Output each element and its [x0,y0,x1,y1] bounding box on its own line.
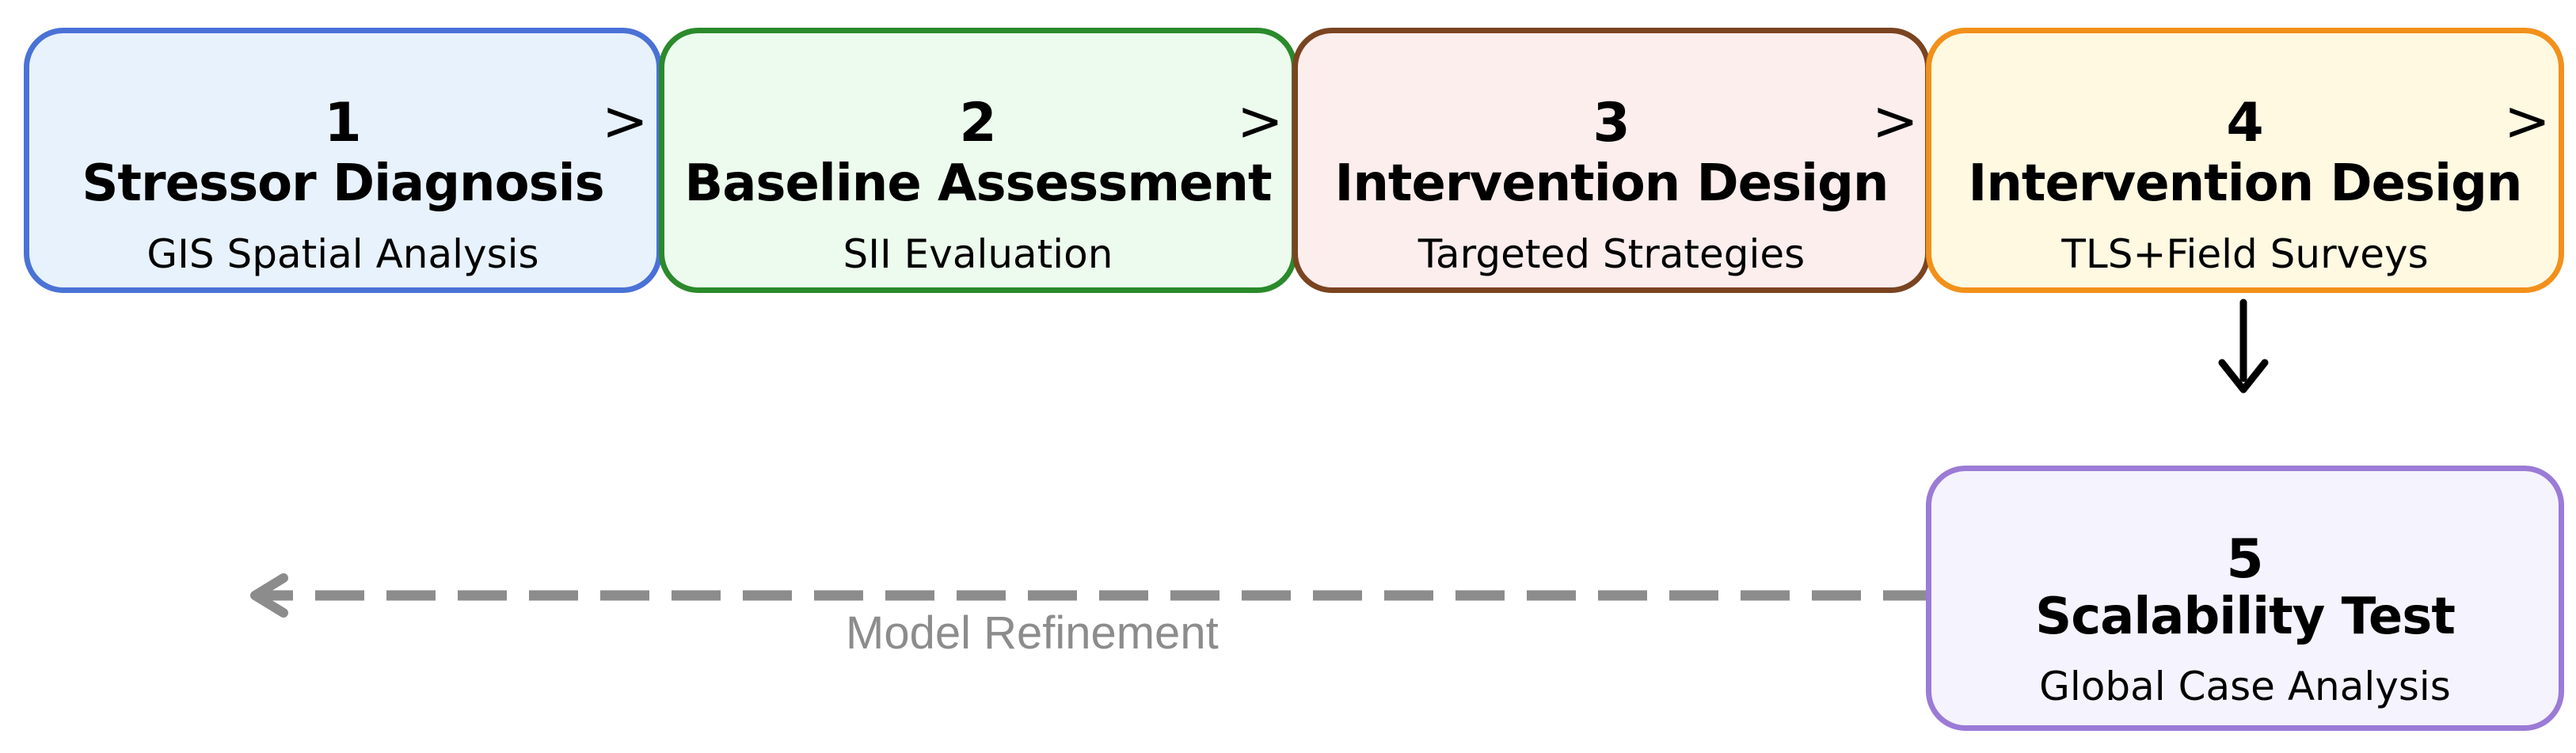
down-arrow [2218,299,2269,394]
step-2-box: 2 Baseline Assessment SII Evaluation [659,28,1297,293]
step-number: 1 [324,92,362,154]
step-number: 2 [959,92,997,154]
chevron-right-icon: > [1237,89,1284,154]
feedback-label: Model Refinement [846,607,1219,659]
step-title: Stressor Diagnosis [82,154,604,213]
step-subtitle: TLS+Field Surveys [2061,231,2429,277]
step-subtitle: GIS Spatial Analysis [146,231,539,277]
chevron-right-icon: > [1872,89,1919,154]
step-title: Intervention Design [1334,154,1889,213]
chevron-right-icon: > [602,89,649,154]
step-title: Intervention Design [1968,154,2523,213]
chevron-right-icon: > [2504,89,2551,154]
step-subtitle: Targeted Strategies [1417,231,1805,277]
feedback-arrow [250,573,1932,618]
step-3-box: 3 Intervention Design Targeted Strategie… [1292,28,1931,293]
step-4-box: 4 Intervention Design TLS+Field Surveys [1926,28,2564,293]
step-number: 4 [2226,92,2264,154]
step-subtitle: Global Case Analysis [2039,664,2451,709]
step-number: 5 [2226,528,2264,591]
step-subtitle: SII Evaluation [843,231,1113,277]
step-5-box: 5 Scalability Test Global Case Analysis [1926,466,2564,731]
step-title: Baseline Assessment [684,154,1272,213]
step-title: Scalability Test [2035,588,2456,646]
step-number: 3 [1592,92,1630,154]
step-1-box: 1 Stressor Diagnosis GIS Spatial Analysi… [24,28,662,293]
